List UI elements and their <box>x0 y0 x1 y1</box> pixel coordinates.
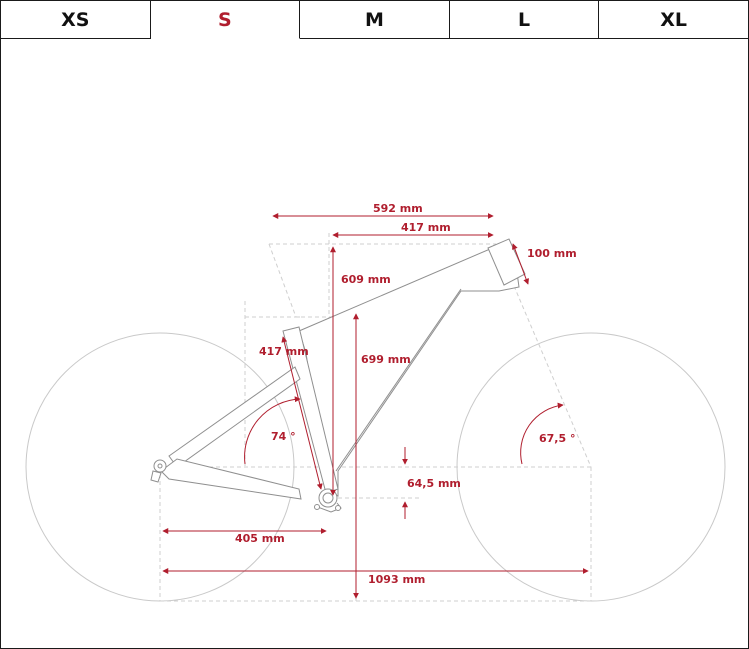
tab-size-xl[interactable]: XL <box>599 1 748 38</box>
size-tabs: XS S M L XL <box>1 1 748 39</box>
label-wheelbase: 1093 mm <box>368 573 425 586</box>
label-seat-tube: 417 mm <box>259 345 309 358</box>
label-stack-top: 417 mm <box>401 221 451 234</box>
frame-geometry-diagram: 592 mm 417 mm 100 mm 609 mm 417 mm 699 m… <box>25 202 726 602</box>
tab-size-m[interactable]: M <box>300 1 450 38</box>
label-chainstay: 405 mm <box>235 532 285 545</box>
dimension-lines <box>162 213 589 599</box>
label-bb-drop: 64,5 mm <box>407 477 461 490</box>
label-seat-height: 699 mm <box>361 353 411 366</box>
label-seat-angle: 74 ° <box>271 430 296 443</box>
tab-size-l[interactable]: L <box>449 1 600 38</box>
label-stack: 609 mm <box>341 273 391 286</box>
tab-size-xs[interactable]: XS <box>1 1 151 38</box>
label-reach: 592 mm <box>373 202 423 215</box>
bike-frame <box>150 238 526 513</box>
label-head-tube: 100 mm <box>527 247 577 260</box>
dimension-labels: 592 mm 417 mm 100 mm 609 mm 417 mm 699 m… <box>235 202 577 586</box>
tab-size-s[interactable]: S <box>150 1 301 39</box>
label-head-angle: 67,5 ° <box>539 432 575 445</box>
